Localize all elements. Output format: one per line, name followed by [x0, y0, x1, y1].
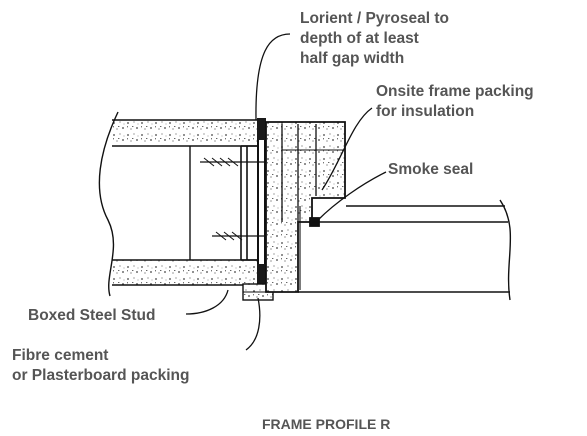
label-lorient-line-3: half gap width — [300, 50, 405, 67]
door-leaf — [298, 199, 512, 301]
leader-stud — [185, 289, 229, 315]
intumescent-top — [257, 118, 266, 140]
label-fibre-line-1: Fibre cement — [12, 347, 109, 364]
label-boxed-steel-stud: Boxed Steel Stud — [28, 307, 156, 324]
door-break-line — [499, 199, 512, 301]
intumescent-bottom — [257, 264, 266, 284]
wall-bottom-board — [112, 259, 259, 286]
label-lorient-pyroseal: Lorient / Pyroseal to depth of at least … — [300, 9, 449, 69]
screw-upper — [200, 156, 275, 168]
label-lorient-line-2: depth of at least — [300, 30, 419, 47]
leader-lines — [185, 33, 387, 351]
label-onsite-packing: Onsite frame packing for insulation — [376, 82, 534, 122]
leader-smoke — [317, 171, 387, 221]
wall-top-board — [112, 119, 259, 147]
fixing-screws — [200, 156, 275, 242]
wall-break-line — [98, 111, 119, 297]
label-fibre-cement-packing: Fibre cement or Plasterboard packing — [12, 346, 189, 386]
label-smoke-seal: Smoke seal — [388, 161, 474, 178]
label-onsite-line-2: for insulation — [376, 103, 475, 120]
steel-stud — [240, 145, 258, 261]
leader-lorient — [255, 33, 291, 121]
label-onsite-line-1: Onsite frame packing — [376, 83, 534, 100]
label-fibre-line-2: or Plasterboard packing — [12, 367, 190, 384]
label-lorient-line-1: Lorient / Pyroseal to — [300, 10, 450, 27]
leader-onsite — [321, 107, 373, 191]
diagram-title: FRAME PROFILE R — [262, 416, 391, 432]
gap-seal — [257, 118, 266, 288]
leader-fibre — [245, 297, 261, 351]
wall — [98, 111, 259, 297]
